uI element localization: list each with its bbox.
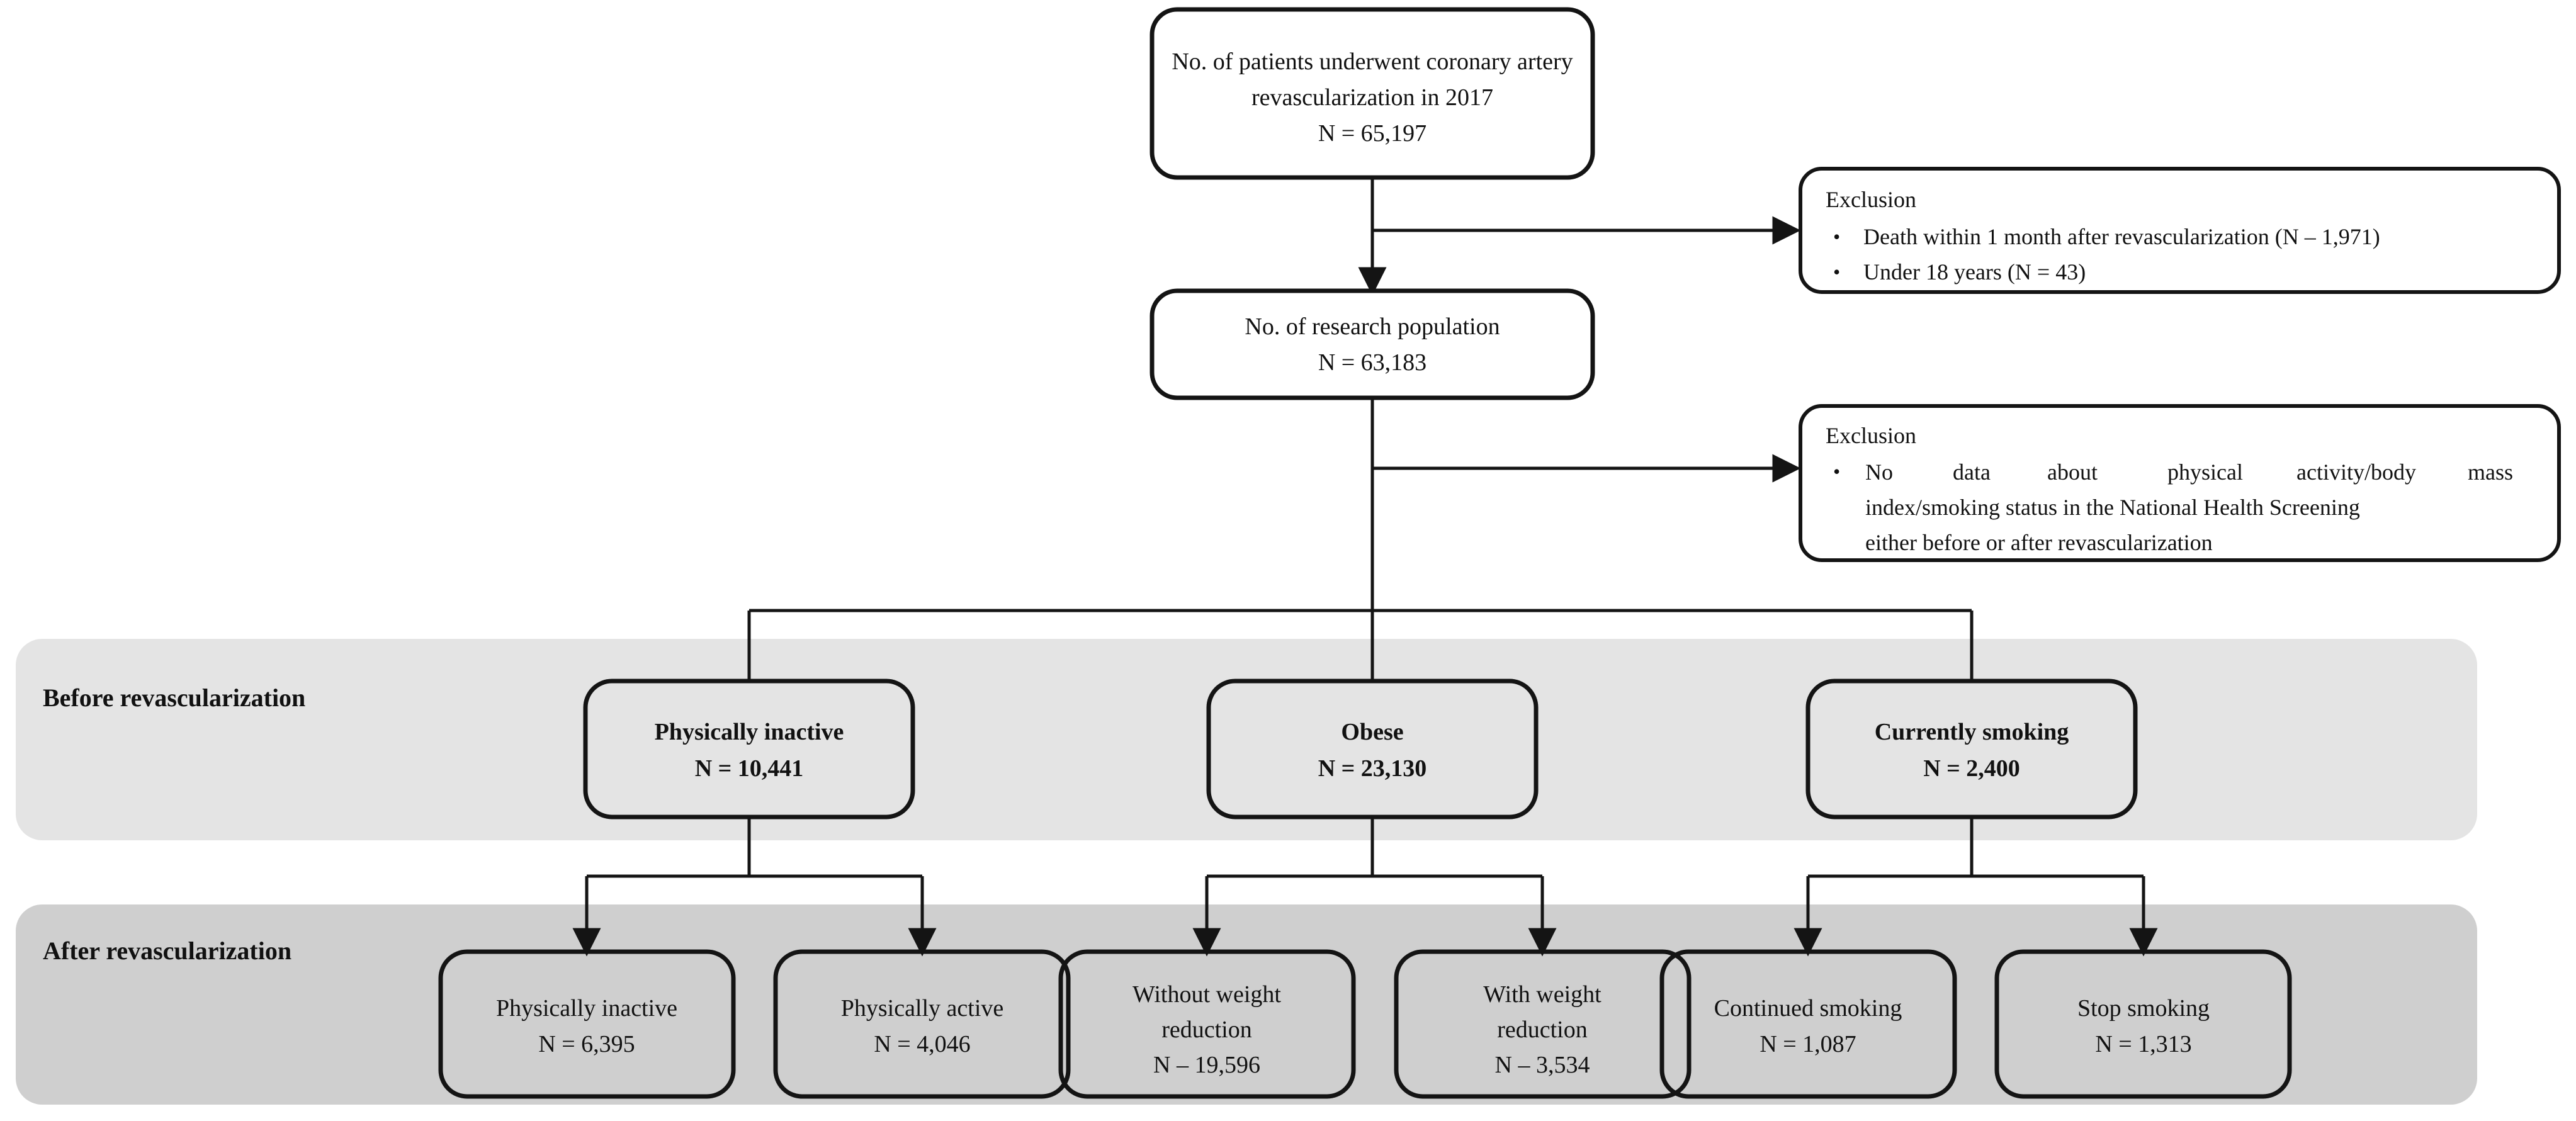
connector-group (572, 177, 2158, 957)
node-before-group-0-box (583, 679, 915, 820)
exclusion-2-w5: mass (2468, 459, 2513, 485)
node-after-group-2-line1: Without weight (1133, 981, 1281, 1008)
exclusion-1-item-0: Death within 1 month after revasculariza… (1863, 224, 2380, 249)
node-enrolled-box (1150, 7, 1595, 180)
band-before-label: Before revascularization (43, 684, 305, 712)
band-after-label: After revascularization (43, 937, 291, 965)
band-before-revascularization (16, 639, 2477, 840)
node-after-group-2-count: N – 19,596 (1153, 1052, 1260, 1078)
node-after-group-3-line1: With weight (1483, 981, 1602, 1008)
node-after-group-3-count: N – 3,534 (1495, 1052, 1590, 1078)
node-after-group-5-box (1994, 949, 2292, 1099)
node-after-group-2-line2: reduction (1161, 1017, 1252, 1043)
node-before-group-1-label: Obese (1341, 719, 1403, 745)
node-after-group-4-count: N = 1,087 (1760, 1031, 1856, 1057)
node-after-group-1-box (773, 949, 1071, 1099)
node-after-group-1-line1: Physically active (841, 995, 1004, 1022)
node-after-group-5-line1: Stop smoking (2077, 995, 2210, 1022)
exclusion-2-item-line-0: No data about physical activity/body mas… (1865, 459, 2513, 485)
node-after-group-3-box (1394, 949, 1692, 1099)
node-after-group-0-count: N = 6,395 (538, 1031, 635, 1057)
node-after-group-2-box (1058, 949, 1356, 1099)
exclusion-2-item-line-2: either before or after revascularization (1865, 530, 2213, 555)
node-after-group-5-count: N = 1,313 (2095, 1031, 2191, 1057)
node-after-group-1-count: N = 4,046 (874, 1031, 970, 1057)
exclusion-1-bullet-0: • (1833, 225, 1840, 248)
node-after-group-4-line1: Continued smoking (1714, 995, 1902, 1022)
exclusion-2-w1: data (1953, 459, 1991, 485)
node-population-count: N = 63,183 (1318, 349, 1426, 376)
node-enrolled-line1: No. of patients underwent coronary arter… (1172, 48, 1573, 75)
node-before-group-0-label: Physically inactive (655, 719, 844, 745)
node-after-group-0-box (438, 949, 736, 1099)
node-population-box (1150, 288, 1595, 400)
node-before-group-2-count: N = 2,400 (1923, 755, 2020, 782)
band-after-revascularization (16, 904, 2477, 1105)
node-exclusion-1-box (1799, 167, 2561, 294)
exclusion-1-bullet-1: • (1833, 261, 1840, 283)
node-population-label: No. of research population (1245, 313, 1500, 340)
node-enrolled-line2: revascularization in 2017 (1251, 84, 1493, 111)
exclusion-1-heading: Exclusion (1826, 187, 1916, 212)
exclusion-2-heading: Exclusion (1826, 423, 1916, 448)
exclusion-2-w0: No (1865, 459, 1893, 485)
exclusion-2-w3: physical (2167, 459, 2243, 485)
exclusion-2-bullet: • (1833, 460, 1840, 483)
node-before-group-2-box (1805, 679, 2138, 820)
node-enrolled-count: N = 65,197 (1318, 120, 1426, 147)
node-after-group-4-box (1659, 949, 1957, 1099)
node-exclusion-2-box (1799, 404, 2561, 562)
node-before-group-1-box (1206, 679, 1539, 820)
node-after-group-3-line2: reduction (1497, 1017, 1588, 1043)
node-before-group-1-count: N = 23,130 (1318, 755, 1427, 782)
exclusion-2-w2: about (2047, 459, 2098, 485)
node-after-group-0-line1: Physically inactive (496, 995, 677, 1022)
exclusion-2-w4: activity/body (2296, 459, 2416, 485)
exclusion-2-item-line-1: index/smoking status in the National Hea… (1865, 495, 2360, 520)
node-before-group-2-label: Currently smoking (1875, 719, 2069, 745)
node-before-group-0-count: N = 10,441 (695, 755, 804, 782)
exclusion-1-item-1: Under 18 years (N = 43) (1863, 259, 2086, 284)
